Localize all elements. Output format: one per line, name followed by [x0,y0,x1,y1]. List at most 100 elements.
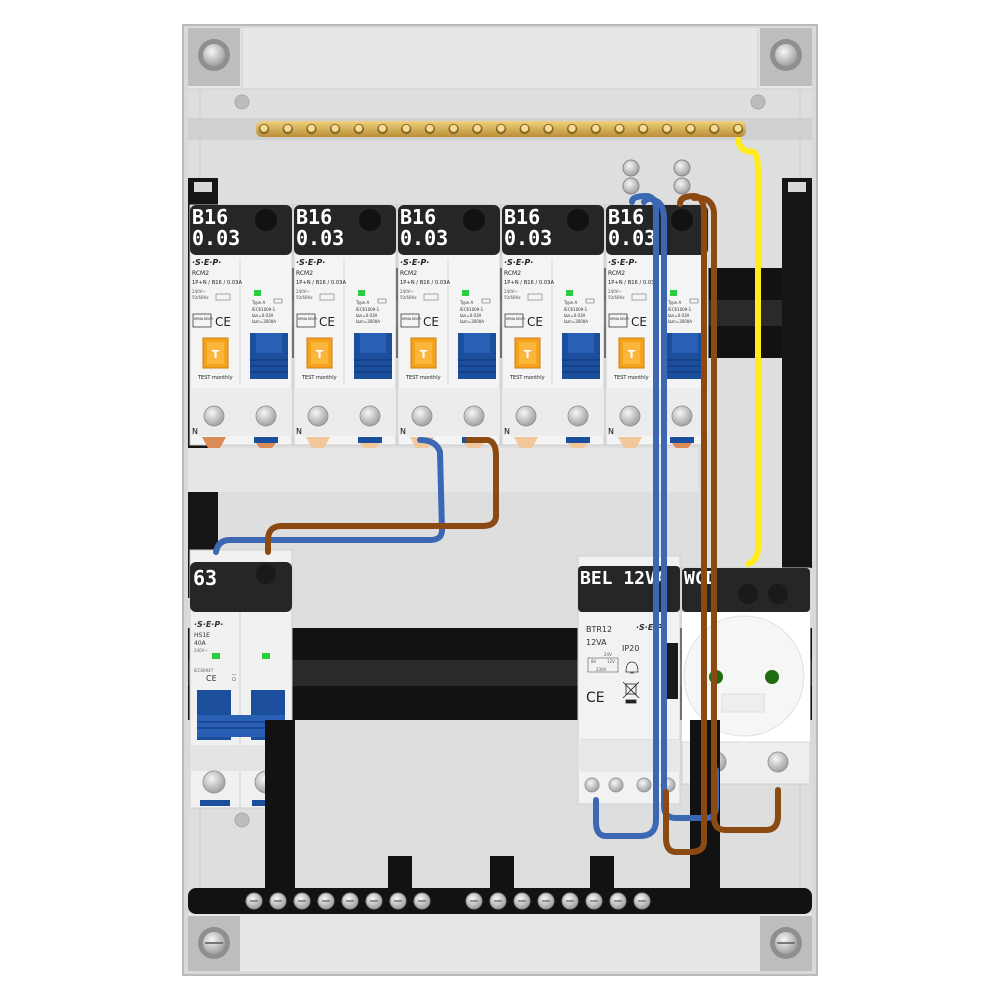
rcbo-cert: KEMA KEUR [298,317,317,321]
rcbo-test-note: TEST monthly [613,375,649,381]
kema-keur-icon [400,313,420,328]
transformer-model: BTR12 [586,625,612,634]
wire-live-to-socket [691,194,781,833]
rcbo-voltage: 240V~ [608,289,622,294]
socket-terminal-right [767,751,789,773]
rcbo-terminal-neutral [515,405,537,427]
socket-top-screw-1 [738,584,758,604]
rcbo-terminal-neutral [411,405,433,427]
busbar-screw-head [378,124,387,132]
stud-pair-a [622,159,640,195]
rcbo-type: Type A [251,300,265,305]
kema-keur-icon [296,313,316,328]
side-channel-label-left [194,182,212,192]
transformer-ip: IP20 [622,644,639,653]
transformer-brand: ·S·E·P· [636,623,665,632]
rcbo-test-note: TEST monthly [405,375,441,381]
busbar-screw-head [592,124,600,132]
rcbo-idn: I∆n=0.03A [356,313,378,318]
busbar-screw-head [450,124,458,132]
rcbo-test-label: T [524,348,532,361]
rcbo-trip-current: 0.03 [296,226,344,250]
rcbo-status-indicator [566,290,573,296]
busbar-screw-head [710,124,718,132]
rcbo-ce: CE [215,315,231,329]
transformer-vin: 24V [604,652,612,657]
main-switch-rating: 40A [194,640,207,647]
rcbo-terminal-neutral [307,405,329,427]
busbar-screw-head [260,124,268,132]
kema-keur-icon [608,313,628,328]
rcbo-idn: I∆n=0.03A [252,313,274,318]
rcbo-neutral-mark: N [504,427,510,436]
rcbo-neutral-mark: N [400,427,406,436]
wire-live-rcbo-to-main [265,437,499,555]
rcbo-type: Type A [563,300,577,305]
rcbo-voltage: 240V~ [504,289,518,294]
rcbo-terminal-neutral [203,405,225,427]
busbar-screw-head [568,124,576,132]
rcbo-standard: IEC61009-1 [460,307,484,312]
main-switch-status-right [262,653,270,659]
comb-bar-tab [618,437,642,448]
mounting-hole-top-left [234,94,250,110]
mounting-hole-top-right [750,94,766,110]
rcbo-trip-current: 0.03 [192,226,240,250]
busbar-screw-head [284,124,292,132]
rcbo-frequency: 50/60Hz [296,295,313,300]
rcbo-status-indicator [358,290,365,296]
busbar-screw-head [355,124,363,132]
rcbo-model: RCM2 [400,270,417,277]
rcbo-rating: B16 [296,205,332,229]
rcbo-standard: IEC61009-1 [252,307,276,312]
rcbo-neutral-mark: N [192,427,198,436]
rcbo-top-screw-icon [255,209,277,231]
wire-live-to-transformer [663,193,707,855]
main-switch-top-screw-icon [256,564,276,584]
weee-bin-icon [622,681,640,704]
busbar-screw-head [544,124,553,132]
rcbo-test-label: T [628,348,636,361]
busbar-screw-head [402,124,410,132]
comb-bar-tab [202,437,226,448]
rcbo-type: Type A [667,300,681,305]
main-switch-label: 63 [193,566,217,590]
busbar-screw-head [615,124,624,132]
rcbo-voltage: 240V~ [192,289,206,294]
main-switch-bottom-screw-left [202,770,226,794]
comb-bar-tab [306,437,330,448]
main-switch-brand: ·S·E·P· [194,620,223,629]
transformer-v-primary: 230V [596,667,607,672]
rcbo-idn: I∆n=0.03A [668,313,690,318]
busbar-screw-head [426,124,434,132]
rcbo-status-indicator [254,290,261,296]
comb-bar-tab [514,437,538,448]
rcbo-standard: IEC61009-1 [564,307,588,312]
transformer-terminal-1 [584,777,600,793]
rcbo-brand: ·S·E·P· [192,258,221,267]
rcbo-idn: I∆n=0.03A [564,313,586,318]
busbar-screw-head [687,124,695,132]
transformer-v-sec-a: 8V [591,659,597,664]
socket-pin-right [765,670,779,684]
rcbo-type: Type A [355,300,369,305]
rcbo-idn: I∆n=0.03A [460,313,482,318]
rcbo-ce: CE [423,315,439,329]
rcbo-brand: ·S·E·P· [608,258,637,267]
rcbo-frequency: 50/60Hz [504,295,521,300]
rcbo-cert: KEMA KEUR [610,317,629,321]
rcbo-standard: IEC61009-1 [668,307,692,312]
bell-icon [625,661,639,674]
main-switch-model: HS1E [194,632,210,639]
rcbo-model: RCM2 [504,270,521,277]
rcbo-top-screw-icon [671,209,693,231]
transformer-power: 12VA [586,638,607,647]
rcbo-terminal-live [359,405,381,427]
